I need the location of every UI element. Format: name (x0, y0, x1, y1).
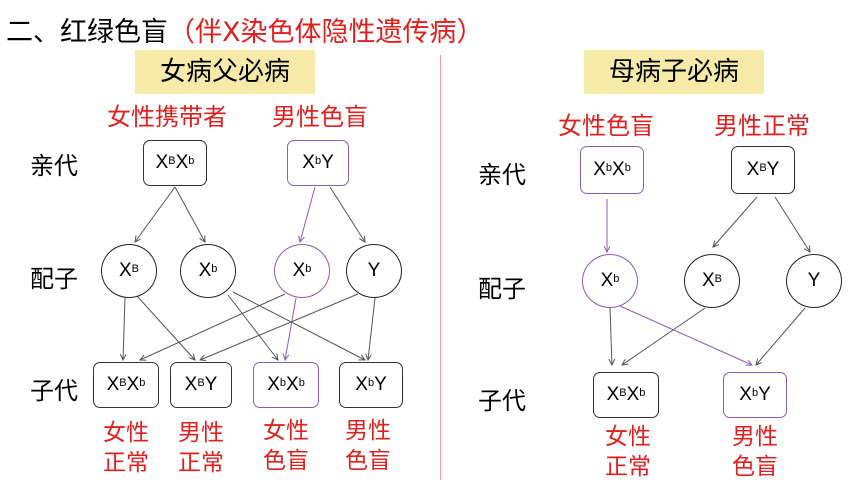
left-row-label-offspring: 子代 (30, 377, 78, 405)
line-lg1-lo1 (123, 297, 125, 360)
left-phenotype-1: 女性正常 (103, 420, 149, 476)
right-row-label-gametes: 配子 (478, 275, 526, 303)
line-rp2-rg3 (774, 196, 810, 252)
page-heading: 二、红绿色盲（伴X染色体隐性遗传病） (6, 10, 484, 49)
line-lp2-lg3 (300, 186, 316, 242)
line-rp2-rg2 (713, 196, 758, 247)
line-rg2-ro1 (622, 307, 706, 365)
right-phenotype-1: 女性正常 (605, 424, 651, 480)
right-gamete-3: Y (786, 254, 842, 308)
left-parent-label-1: 女性携带者 (107, 103, 227, 131)
right-parent-label-2: 男性正常 (714, 112, 810, 140)
right-row-label-offspring: 子代 (478, 387, 526, 415)
left-phenotype-2: 男性正常 (178, 420, 224, 476)
right-banner: 母病子必病 (584, 50, 764, 94)
line-rg3-ro2 (756, 307, 806, 365)
line-lg3-lo3 (285, 297, 297, 360)
line-lp1-lg2 (174, 186, 205, 242)
left-row-label-gametes: 配子 (30, 265, 78, 293)
line-lg4-lo4 (368, 297, 376, 360)
line-rg1-ro2 (619, 305, 752, 365)
line-lg2-lo3 (227, 294, 278, 360)
line-lg4-lo2 (200, 293, 359, 360)
right-parent-label-1: 女性色盲 (558, 112, 654, 140)
line-lg2-lo4 (232, 291, 365, 360)
line-lp1-lg1 (135, 186, 176, 242)
line-lg1-lo2 (136, 295, 195, 360)
left-phenotype-4: 男性色盲 (345, 418, 391, 474)
left-row-label-parents: 亲代 (30, 152, 78, 180)
line-lp2-lg4 (329, 186, 365, 242)
heading-prefix: 二、红绿色盲 (6, 17, 168, 48)
heading-suffix: （伴X染色体隐性遗传病） (168, 17, 484, 48)
line-rg1-ro1 (610, 307, 612, 365)
right-row-label-parents: 亲代 (478, 161, 526, 189)
center-divider (440, 55, 441, 480)
left-parent-label-2: 男性色盲 (272, 103, 368, 131)
right-phenotype-2: 男性色盲 (732, 424, 778, 480)
left-phenotype-3: 女性色盲 (263, 418, 309, 474)
left-banner: 女病父必病 (135, 50, 315, 94)
line-lg3-lo1 (140, 293, 286, 360)
left-gamete-4: Y (346, 244, 402, 298)
